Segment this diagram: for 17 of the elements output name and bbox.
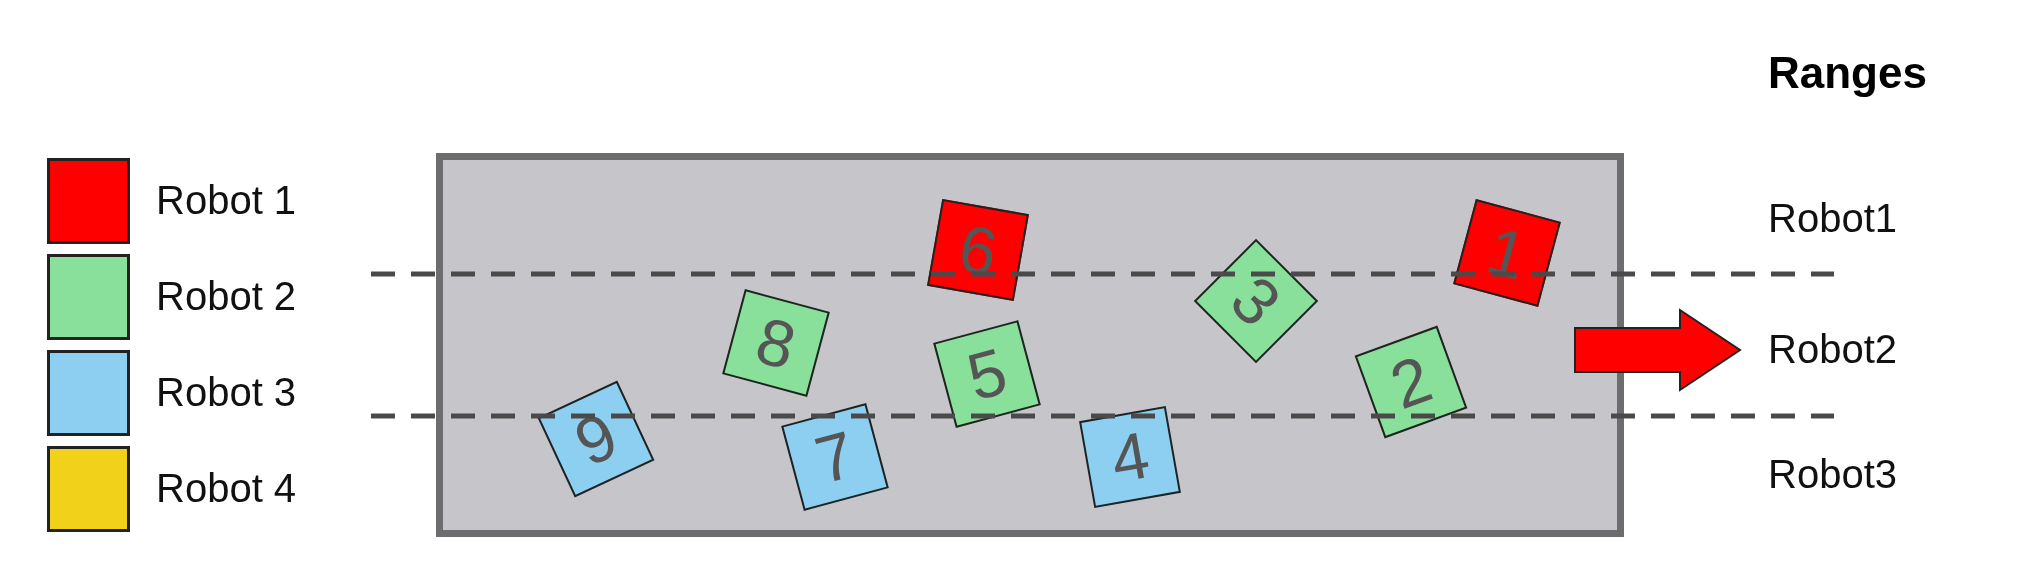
item-number: 7 [808, 420, 862, 494]
range-label: Robot2 [1768, 327, 1897, 372]
conveyor-belt [436, 153, 1624, 537]
item-number: 2 [1382, 344, 1440, 420]
legend-label: Robot 3 [156, 370, 297, 415]
legend-label: Robot 1 [156, 178, 297, 223]
item-number: 4 [1106, 421, 1154, 493]
item-number: 5 [960, 337, 1014, 411]
range-label: Robot1 [1768, 196, 1897, 241]
legend-label: Robot 2 [156, 274, 297, 319]
range-label: Robot3 [1768, 452, 1897, 497]
item-number: 9 [565, 401, 627, 477]
heading: Ranges [1768, 48, 1927, 98]
item-number: 8 [749, 306, 803, 380]
item-number: 3 [1219, 264, 1293, 338]
item-number: 6 [954, 214, 1002, 286]
legend-label: Robot 4 [156, 466, 297, 511]
